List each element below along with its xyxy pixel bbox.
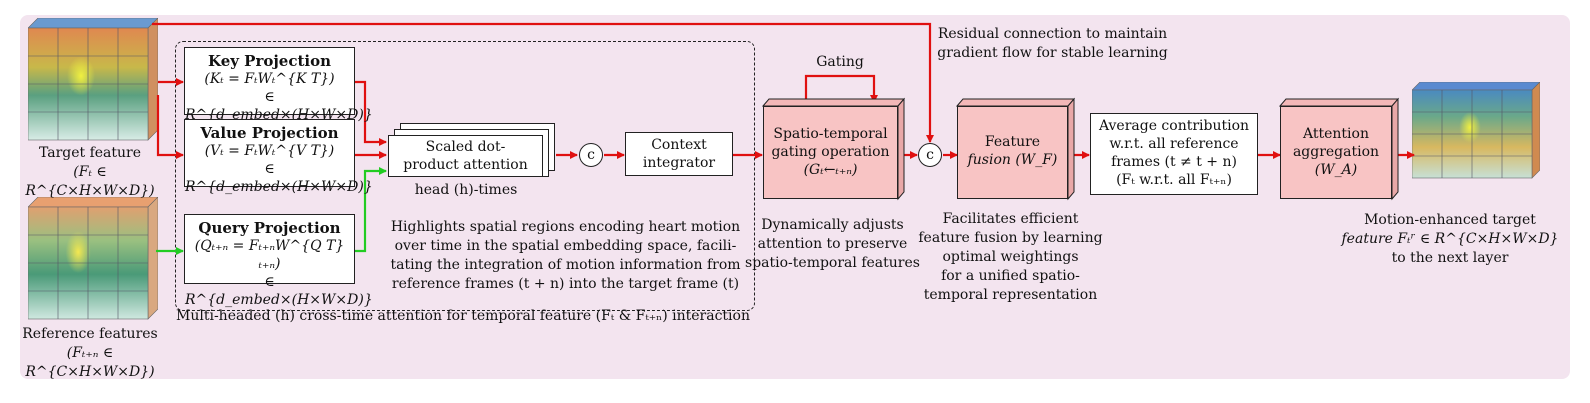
residual-connection (152, 22, 934, 143)
context-integrator-box: Context integrator (625, 132, 733, 176)
residual-connection-label: Residual connection to maintain gradient… (937, 26, 1168, 61)
query-projection-space: ∈ R^{d_embed×(H×W×D)} (185, 274, 373, 308)
fusion-description: Facilitates efficient feature fusion by … (918, 211, 1103, 303)
query-projection-box: Query Projection (Qₜ₊ₙ = Fₜ₊ₙW^{Q T}ₜ₊ₙ)… (184, 214, 373, 308)
scaled-dot-product-attention-box: Scaled dot- product attention (388, 135, 543, 177)
target-feature-label: Target feature (Fₜ ∈ R^{C×H×W×D}) (25, 145, 155, 199)
spatio-temporal-gating-box: Spatio-temporal gating operation (Gₜ←ₜ₊ₙ… (763, 106, 898, 199)
head-times-label: head (h)-times (414, 182, 518, 198)
cross-time-attention-caption: Multi-headed (h) cross-time attention fo… (176, 308, 750, 324)
value-projection-space: ∈ R^{d_embed×(H×W×D)} (185, 161, 373, 195)
target-feature-cube (28, 18, 158, 141)
arrow-target-to-value (156, 95, 184, 159)
concat-node-heads: c (579, 143, 603, 167)
key-projection-title: Key Projection (207, 52, 332, 70)
arrow-key-to-attention (355, 80, 387, 146)
attention-aggregation-box: Attention aggregation (W_A) (1280, 106, 1392, 199)
feature-fusion-box: Feature fusion (W_F) (957, 106, 1068, 199)
reference-feature-label: Reference features (Fₜ₊ₙ ∈ R^{C×H×W×D}) (22, 326, 158, 380)
output-feature-cube (1412, 82, 1540, 179)
query-projection-formula: (Qₜ₊ₙ = Fₜ₊ₙW^{Q T}ₜ₊ₙ) (194, 238, 345, 272)
key-projection-formula: (Kₜ = FₜWₜ^{K T}) (204, 71, 335, 87)
cross-time-attention-region (175, 41, 755, 311)
concat-node-residual: c (918, 143, 942, 167)
value-projection-formula: (Vₜ = FₜWₜ^{V T}) (204, 143, 335, 159)
average-contribution-box: Average contribution w.r.t. all referenc… (1090, 113, 1258, 195)
key-projection-box: Key Projection (Kₜ = FₜWₜ^{K T}) ∈ R^{d_… (184, 47, 373, 123)
reference-feature-cube (28, 197, 158, 320)
arrow-query-to-attention (355, 167, 387, 253)
gating-label: Gating (816, 54, 864, 70)
gating-loop (804, 74, 878, 103)
highlight-description: Highlights spatial regions encoding hear… (390, 219, 741, 292)
value-projection-title: Value Projection (200, 124, 339, 142)
value-projection-box: Value Projection (Vₜ = FₜWₜ^{V T}) ∈ R^{… (184, 119, 373, 195)
query-projection-title: Query Projection (198, 219, 341, 237)
gating-description: Dynamically adjusts attention to preserv… (745, 217, 920, 271)
output-feature-label: Motion-enhanced target feature Fₜʳ ∈ R^{… (1341, 212, 1559, 266)
